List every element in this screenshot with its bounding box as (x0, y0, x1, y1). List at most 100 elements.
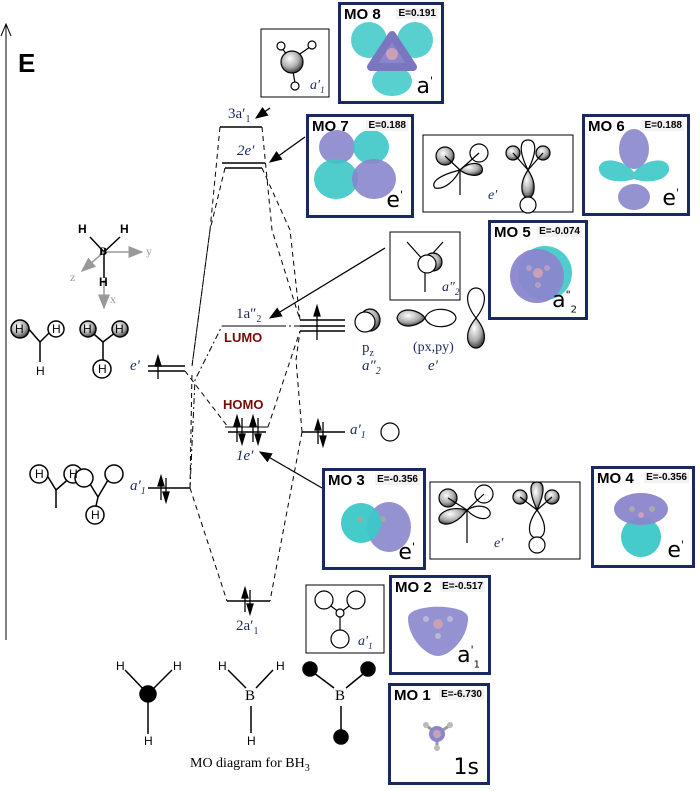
sketch-e-bottom (438, 481, 560, 554)
mo-title: MO 2 (395, 579, 432, 596)
mo-panel-8: MO 8 E=0.191 a' (338, 2, 444, 104)
sketch-a1-bottom-label: a′1 (358, 634, 373, 651)
mo5-isosurface (510, 246, 572, 303)
sketch-a1-bottom (314, 590, 366, 649)
mo-energy: E=0.188 (366, 120, 408, 131)
mo-symmetry: a'1 (457, 642, 480, 670)
axis-x-label: x (110, 292, 116, 306)
level-label-1e: 1e′ (236, 448, 254, 464)
mo-symmetry: e' (398, 540, 415, 565)
left-e-label: e′ (130, 358, 140, 374)
bh3-structures (124, 661, 376, 745)
sketch-a2-label: a″2 (442, 280, 460, 297)
sketch-e-top (433, 139, 551, 214)
pxpy-sym-label: e′ (428, 358, 438, 374)
level-label-2e: 2e′ (237, 143, 255, 159)
pxpy-label: (px,py) (413, 340, 454, 355)
mo1-isosurface (423, 722, 453, 751)
bh3-axes-sketch (80, 236, 144, 310)
salc-h: H (91, 508, 100, 522)
level-label-2a1: 2a′1 (236, 618, 259, 637)
salc-h: H (115, 322, 124, 336)
axes-h-bottom: H (99, 275, 108, 289)
axes-h-right: H (120, 222, 129, 236)
lumo-label: LUMO (224, 330, 263, 345)
correlation-lines (184, 126, 303, 602)
struct-b: B (335, 688, 346, 704)
pointer-arrows (254, 106, 386, 489)
mo-symmetry: e' (386, 188, 403, 213)
mo-energy: E=-0.356 (375, 474, 420, 485)
salc-a1-left (29, 464, 124, 525)
axes-h-left: H (78, 222, 87, 236)
salc-e-left (10, 319, 129, 379)
struct-h: H (276, 659, 285, 673)
mo-panel-3: MO 3 E=-0.356 e' (322, 468, 426, 570)
mo4-isosurface (614, 493, 668, 557)
mo-panel-6: MO 6 E=0.188 e' (582, 114, 690, 216)
mo-symmetry: a' (416, 74, 433, 99)
mo-energy: E=-6.730 (439, 689, 484, 700)
mo-panel-5: MO 5 E=-0.074 a"2 (488, 220, 588, 320)
struct-h: H (247, 734, 256, 748)
energy-axis-label: E (18, 48, 36, 78)
salc-h: H (69, 467, 78, 481)
mo-energy: E=-0.074 (537, 226, 582, 237)
mo-energy: E=-0.356 (644, 472, 689, 483)
sketch-e-bottom-label: e′ (494, 536, 504, 551)
salc-h: H (15, 322, 24, 336)
sketch-frames (260, 28, 581, 654)
sketch-e-top-label: e′ (488, 188, 498, 203)
mo7-isosurface (314, 130, 396, 199)
mo3-isosurface (341, 502, 411, 552)
mo-title: MO 4 (597, 470, 634, 487)
mo8-isosurface (351, 22, 433, 96)
mo-symmetry: a"2 (552, 287, 577, 315)
mo6-isosurface (598, 129, 670, 210)
axes-b: B (99, 244, 108, 258)
sketch-a1-top (276, 40, 317, 91)
mo-panel-2: MO 2 E=-0.517 a'1 (389, 575, 491, 675)
mo-symmetry: 1s (453, 755, 479, 780)
mo2-isosurface (408, 606, 468, 656)
mo-panel-7: MO 7 E=0.188 e' (306, 114, 414, 218)
salc-h: H (98, 362, 107, 376)
level-label-1a2: 1a″2 (236, 306, 262, 325)
pz-label: pz (362, 340, 374, 359)
salc-h: H (52, 322, 61, 336)
mo-title: MO 1 (394, 687, 431, 704)
mo-symmetry: e' (667, 538, 684, 563)
mo-symmetry: e' (662, 186, 679, 211)
salc-h: H (35, 467, 44, 481)
axis-z-label: z (70, 270, 76, 284)
struct-b: B (245, 688, 256, 704)
struct-h: H (218, 659, 227, 673)
electrons (154, 303, 327, 617)
homo-label: HOMO (223, 397, 264, 412)
mo-panel-1: MO 1 E=-6.730 1s (388, 683, 490, 785)
mo-title: MO 8 (344, 6, 381, 23)
struct-h: H (173, 659, 182, 673)
mo-energy: E=-0.517 (440, 581, 485, 592)
level-label-3a1: 3a′1 (228, 106, 251, 125)
pz-sym-label: a″2 (362, 358, 381, 377)
sketch-a1-top-label: a′1 (310, 78, 325, 95)
salc-h: H (83, 322, 92, 336)
mo-title: MO 5 (494, 224, 531, 241)
s-sym-label: a′1 (350, 422, 366, 441)
figure-caption: MO diagram for BH3 (190, 756, 310, 774)
axis-y-label: y (146, 244, 152, 258)
struct-h: H (144, 734, 153, 748)
mo-energy: E=0.191 (396, 8, 438, 19)
left-a1-label: a′1 (130, 478, 146, 497)
mo-energy: E=0.188 (642, 120, 684, 131)
energy-axis-arrowhead (0, 22, 12, 37)
mo-title: MO 3 (328, 472, 365, 489)
salc-h: H (36, 364, 45, 378)
p-orbitals (354, 287, 485, 442)
mo-panel-4: MO 4 E=-0.356 e' (591, 466, 695, 568)
mo-title: MO 7 (312, 118, 349, 135)
struct-h: H (116, 659, 125, 673)
